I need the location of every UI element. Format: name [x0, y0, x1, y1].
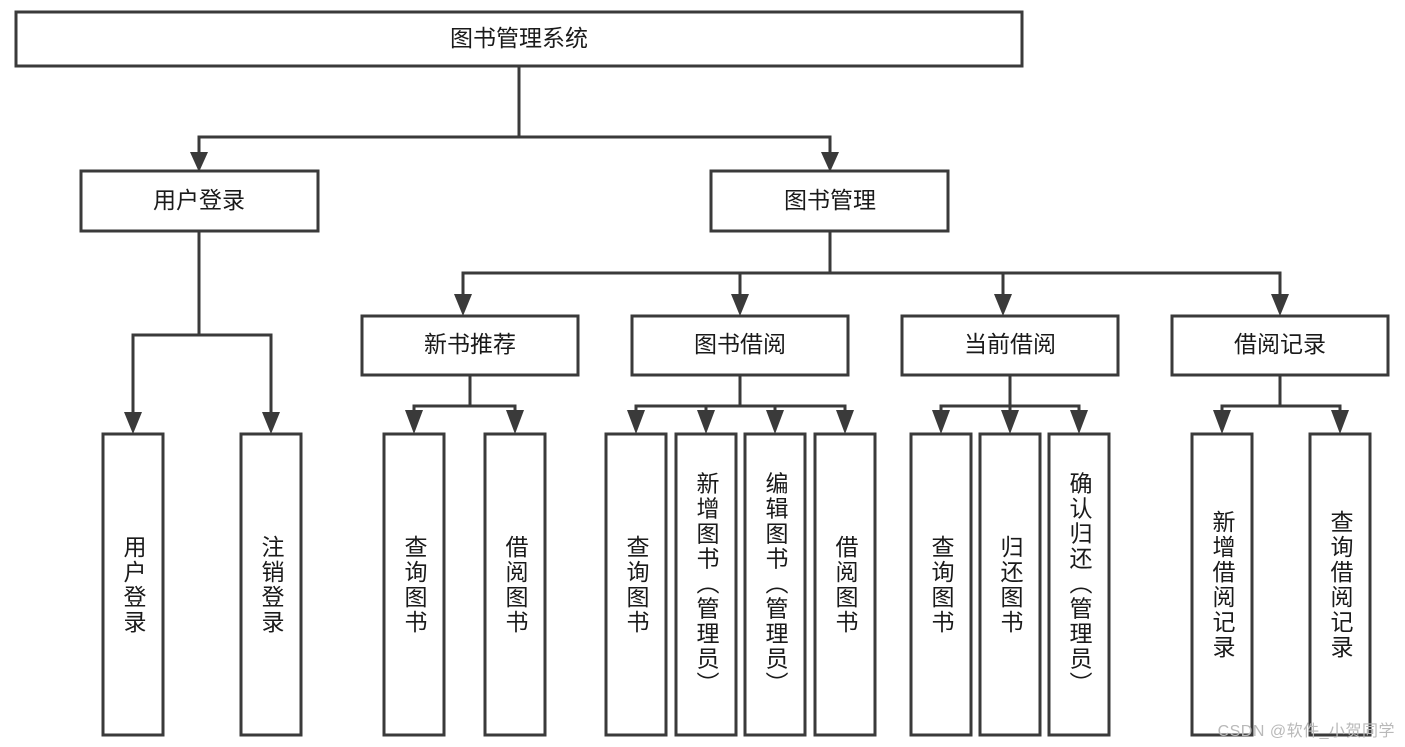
new-book-recommend-box[interactable] [360, 314, 580, 377]
arrow-to-leaf-confirm-return [1070, 410, 1088, 434]
leaf-query-record-label: 查询借阅记录 [1327, 510, 1354, 660]
node-leaf-user-login[interactable]: 用户登录 [101, 432, 165, 737]
arrow-to-user-login [190, 152, 208, 172]
node-leaf-logout-login[interactable]: 注销登录 [239, 432, 303, 737]
current-borrow-label: 当前借阅 [964, 331, 1056, 357]
leaf-logout-login-label: 注销登录 [258, 535, 285, 635]
node-leaf-query-record[interactable]: 查询借阅记录 [1308, 432, 1372, 737]
borrow-record-box[interactable] [1170, 314, 1390, 377]
user-login-label: 用户登录 [153, 187, 245, 213]
node-new-book-recommend[interactable]: 新书推荐 [360, 314, 580, 377]
arrow-to-leaf-add-record [1213, 410, 1231, 434]
leaf-query-record-box[interactable] [1308, 432, 1372, 737]
node-book-management[interactable]: 图书管理 [709, 169, 950, 233]
node-borrow-record[interactable]: 借阅记录 [1170, 314, 1390, 377]
leaf-confirm-return-label: 确认归还（管理员） [1066, 472, 1093, 697]
node-leaf-return-book[interactable]: 归还图书 [978, 432, 1042, 737]
leaf-add-record-label: 新增借阅记录 [1209, 510, 1236, 660]
arrow-to-leaf-user-login [124, 412, 142, 434]
current-borrow-box[interactable] [900, 314, 1120, 377]
csdn-watermark: CSDN @软件_小贺同学 [1217, 723, 1395, 740]
node-leaf-borrow-book-1[interactable]: 借阅图书 [483, 432, 547, 737]
leaf-add-record-box[interactable] [1190, 432, 1254, 737]
leaf-borrow-book-2-label: 借阅图书 [832, 535, 859, 635]
leaf-edit-book-label: 编辑图书（管理员） [762, 472, 789, 697]
connectors [124, 64, 1349, 434]
arrow-to-book-management [821, 152, 839, 172]
node-current-borrow[interactable]: 当前借阅 [900, 314, 1120, 377]
leaf-return-book-box[interactable] [978, 432, 1042, 737]
arrow-to-leaf-query-book-1 [405, 410, 423, 434]
leaf-borrow-book-1-label: 借阅图书 [502, 535, 529, 635]
arrow-to-leaf-edit-book [766, 410, 784, 434]
node-leaf-confirm-return[interactable]: 确认归还（管理员） [1047, 432, 1111, 737]
node-leaf-query-book-1[interactable]: 查询图书 [382, 432, 446, 737]
root-label: 图书管理系统 [450, 25, 588, 51]
arrow-to-leaf-borrow-book-1 [506, 410, 524, 434]
node-leaf-add-record[interactable]: 新增借阅记录 [1190, 432, 1254, 737]
leaf-query-book-1-box[interactable] [382, 432, 446, 737]
node-user-login[interactable]: 用户登录 [79, 169, 320, 233]
book-management-box[interactable] [709, 169, 950, 233]
leaf-query-book-3-box[interactable] [909, 432, 973, 737]
leaf-query-book-2-label: 查询图书 [623, 535, 650, 635]
node-book-borrow[interactable]: 图书借阅 [630, 314, 850, 377]
arrow-to-leaf-borrow-book-2 [836, 410, 854, 434]
node-leaf-query-book-3[interactable]: 查询图书 [909, 432, 973, 737]
arrow-to-current-borrow [994, 294, 1012, 316]
arrow-to-leaf-query-book-2 [627, 410, 645, 434]
leaf-logout-login-box[interactable] [239, 432, 303, 737]
node-root[interactable]: 图书管理系统 [14, 10, 1024, 68]
leaf-query-book-3-label: 查询图书 [928, 535, 955, 635]
arrow-to-new-book-recommend [454, 294, 472, 316]
leaf-edit-book-box[interactable] [743, 432, 807, 737]
book-management-label: 图书管理 [784, 187, 876, 213]
leaf-query-book-1-label: 查询图书 [401, 535, 428, 635]
user-login-box[interactable] [79, 169, 320, 233]
node-leaf-query-book-2[interactable]: 查询图书 [604, 432, 668, 737]
arrow-to-leaf-query-book-3 [932, 410, 950, 434]
new-book-recommend-label: 新书推荐 [424, 331, 516, 357]
arrow-to-leaf-return-book [1001, 410, 1019, 434]
arrow-to-borrow-record [1271, 294, 1289, 316]
leaf-return-book-label: 归还图书 [997, 535, 1024, 635]
leaf-query-book-2-box[interactable] [604, 432, 668, 737]
leaf-user-login-label: 用户登录 [120, 535, 147, 635]
node-leaf-edit-book[interactable]: 编辑图书（管理员） [743, 432, 807, 737]
node-leaf-add-book[interactable]: 新增图书（管理员） [674, 432, 738, 737]
arrow-to-leaf-query-record [1331, 410, 1349, 434]
book-borrow-box[interactable] [630, 314, 850, 377]
leaf-add-book-label: 新增图书（管理员） [693, 472, 720, 697]
leaf-borrow-book-2-box[interactable] [813, 432, 877, 737]
arrow-to-leaf-add-book [697, 410, 715, 434]
root-box[interactable] [14, 10, 1024, 68]
borrow-record-label: 借阅记录 [1234, 331, 1326, 357]
leaf-user-login-box[interactable] [101, 432, 165, 737]
arrow-to-book-borrow [731, 294, 749, 316]
book-borrow-label: 图书借阅 [694, 331, 786, 357]
leaf-borrow-book-1-box[interactable] [483, 432, 547, 737]
leaf-confirm-return-box[interactable] [1047, 432, 1111, 737]
node-leaf-borrow-book-2[interactable]: 借阅图书 [813, 432, 877, 737]
leaf-add-book-box[interactable] [674, 432, 738, 737]
arrow-to-leaf-logout-login [262, 412, 280, 434]
